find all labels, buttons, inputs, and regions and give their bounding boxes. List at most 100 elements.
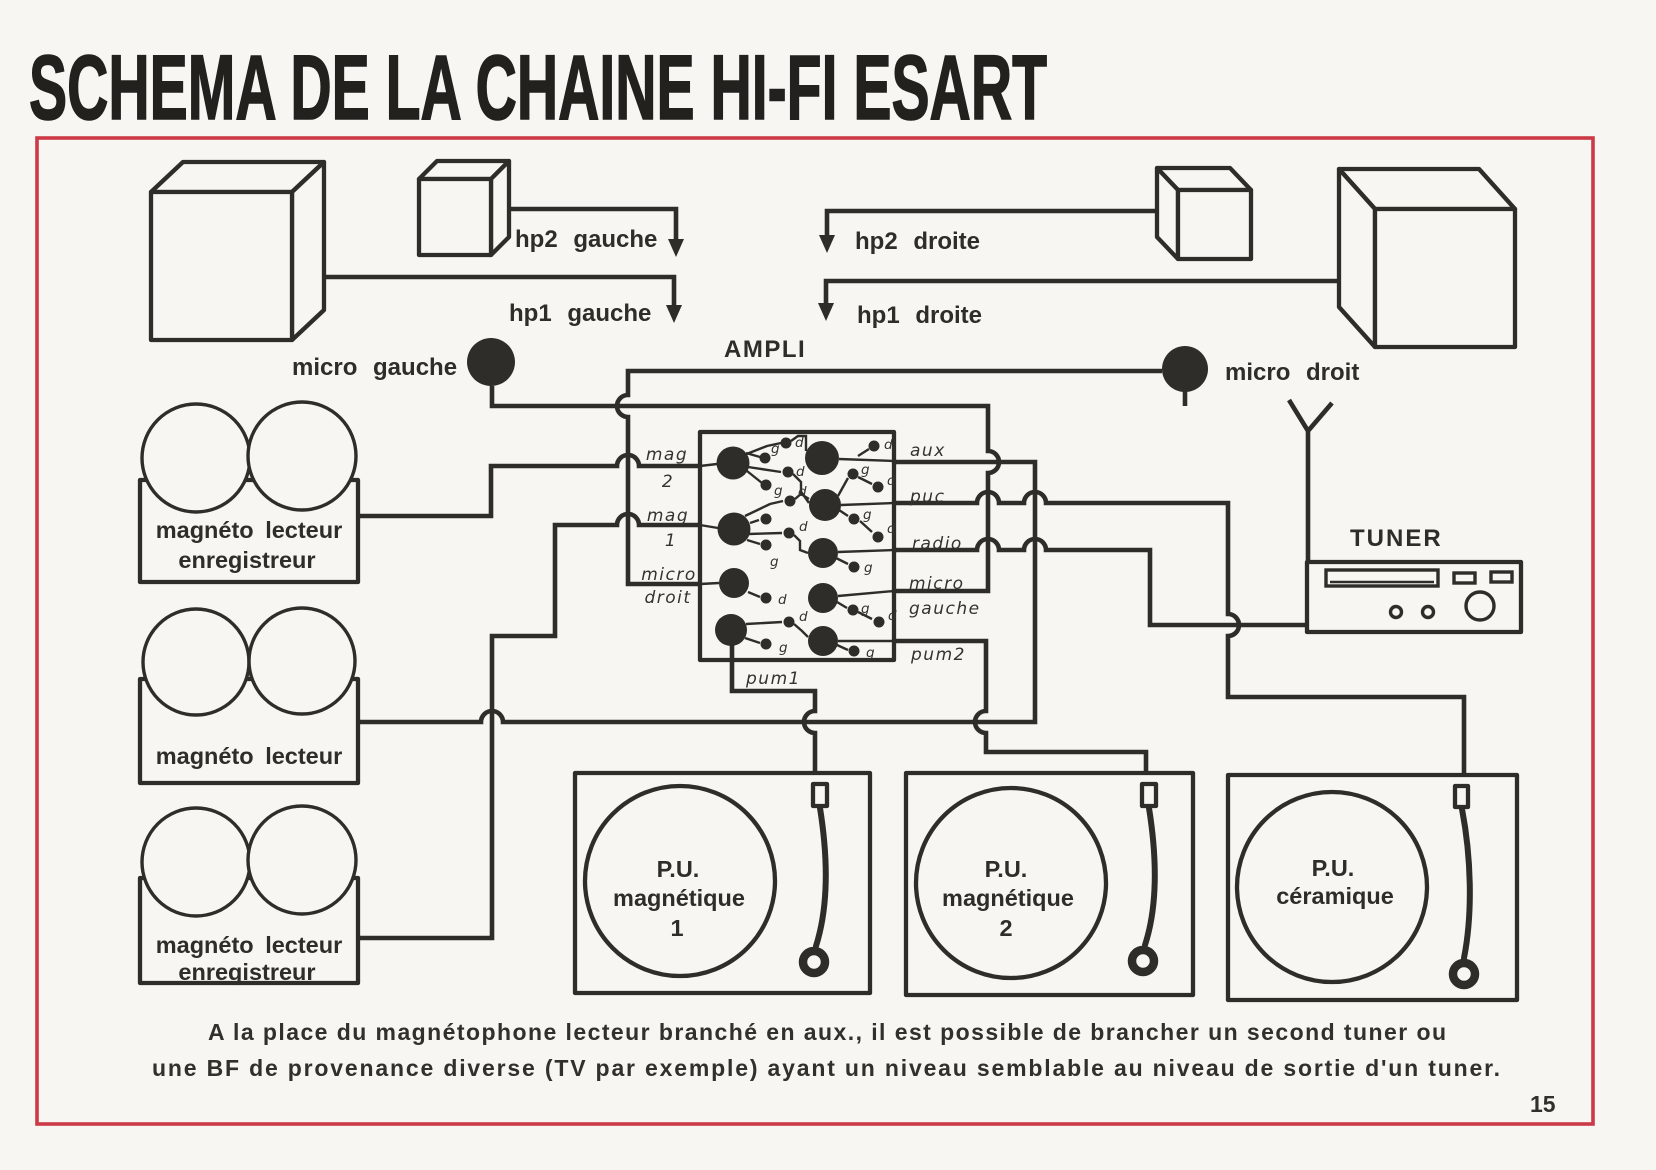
connector-stub <box>859 520 873 533</box>
turntable-3-platter <box>1234 789 1430 985</box>
turntable-3-label-line2: céramique <box>1276 883 1394 909</box>
connector-stub <box>749 518 760 525</box>
turntable-1: P.U. magnétique 1 <box>572 770 873 996</box>
turntable-2: P.U. magnétique 2 <box>903 770 1196 998</box>
micro-droit-label: micro droit <box>1225 359 1359 386</box>
tuner-dial <box>1324 568 1440 588</box>
pin-mag2-g1 <box>759 452 771 464</box>
diagram-red-frame <box>35 136 1595 1126</box>
pin-letter: d <box>884 437 893 453</box>
pin-letter: d <box>887 473 896 489</box>
hp2-gauche-label: hp2 gauche <box>515 226 657 253</box>
pin-mag2-g2 <box>760 479 772 491</box>
pin-puc-d <box>872 481 884 493</box>
connector-stub <box>857 610 873 621</box>
turntable-3: P.U. céramique <box>1225 772 1520 1003</box>
page-title: SCHEMA DE LA CHAINE HI-FI ESART <box>29 37 1047 139</box>
connector-stub <box>836 643 849 652</box>
speaker-small-left <box>416 158 512 258</box>
speaker-large-left-side-face <box>289 159 327 343</box>
tape-recorder-1: magnéto lecteur enregistreur <box>137 400 361 585</box>
jack-label-aux: aux <box>910 441 946 461</box>
jack-label-micro-droit-line1: micro <box>641 565 697 585</box>
connector-stub <box>857 447 870 458</box>
pin-letter: d <box>778 592 787 608</box>
connector-stub <box>793 534 809 555</box>
pin-letter: d <box>887 521 896 537</box>
jack-label-radio: radio <box>912 534 963 554</box>
tape-recorder-3: magnéto lecteur enregistreur <box>137 804 361 986</box>
turntable-1-tonearm <box>813 805 829 949</box>
jack-label-micro-gauche-line1: micro <box>909 574 965 594</box>
wires <box>324 206 1467 941</box>
hp1-gauche-arrowhead <box>666 305 682 323</box>
tuner-button-2 <box>1489 570 1514 584</box>
hp2-gauche-wire <box>509 206 679 240</box>
speaker-large-left <box>148 159 327 343</box>
pin-micro-gauche-d <box>873 616 885 628</box>
pin-letter: d <box>796 464 805 480</box>
connector-stub <box>746 470 763 484</box>
micro-droit-leadin <box>699 581 720 586</box>
connector-stub <box>790 434 808 451</box>
speaker-small-left-front-face <box>416 176 494 258</box>
tape-recorder-3-reel-right <box>246 804 358 916</box>
jack-label-pum1: pum1 <box>745 669 801 689</box>
jack-label-pum2: pum2 <box>910 645 966 665</box>
turntable-3-headshell <box>1452 783 1471 810</box>
aux-leadin <box>838 457 895 463</box>
turntable-1-label-line2: magnétique <box>613 885 745 911</box>
radio-leadin <box>837 548 895 554</box>
pum2-wire <box>894 638 1149 773</box>
turntable-2-tonearm-base <box>1127 945 1159 977</box>
turntable-2-headshell <box>1139 781 1159 809</box>
pin-letter: g <box>861 462 870 478</box>
tape-recorder-3-label-line2: enregistreur <box>178 959 315 985</box>
pin-mag2-d2 <box>782 466 794 478</box>
connector-stub <box>836 477 850 497</box>
tape-recorder-2-reel-left <box>141 607 251 717</box>
puc-wire <box>894 489 1467 775</box>
tape-recorder-1-label-line1: magnéto lecteur <box>156 517 343 543</box>
speaker-small-left-side-face <box>488 158 512 258</box>
tuner <box>1304 559 1524 635</box>
antenna <box>1287 398 1334 562</box>
tuner-button-1 <box>1452 571 1477 585</box>
caption-line1: A la place du magnétophone lecteur branc… <box>208 1019 1446 1045</box>
socket-pum2 <box>808 626 838 656</box>
hp2-gauche-arrowhead <box>668 239 684 257</box>
caption-line2: une BF de provenance diverse (TV par exe… <box>152 1055 1500 1081</box>
pin-radio-d <box>872 531 884 543</box>
tape-recorder-1-reel-right <box>246 400 358 512</box>
socket-puc <box>809 489 841 521</box>
ampli-connector-panel: d g d g d d g d d g d g d g d g g d g ma… <box>641 429 981 773</box>
hp1-droite-label: hp1 droite <box>857 302 982 329</box>
pin-letter: d <box>799 609 808 625</box>
pin-mag1-g1 <box>760 513 772 525</box>
connector-stub <box>836 600 848 610</box>
speaker-small-right <box>1154 165 1254 262</box>
mag2-leadin <box>699 462 718 468</box>
jack-label-micro-gauche-line2: gauche <box>909 599 981 619</box>
connector-stub <box>743 441 782 457</box>
hp1-gauche-label: hp1 gauche <box>509 300 651 327</box>
speaker-large-right-front-face <box>1372 206 1518 350</box>
connector-stub <box>794 491 810 504</box>
connector-stub <box>857 475 873 486</box>
socket-micro-gauche <box>808 583 838 613</box>
speaker-large-right <box>1336 166 1518 350</box>
jack-label-mag1-line1: mag <box>647 506 689 526</box>
aux-wire <box>358 459 1038 725</box>
micro-droit-icon <box>1162 346 1208 392</box>
pin-letter: d <box>888 608 897 624</box>
turntable-3-tonearm <box>1459 806 1473 961</box>
connector-stub <box>838 509 849 517</box>
tape-recorder-2-reel-right <box>247 606 357 716</box>
connector-stub <box>747 465 782 474</box>
pin-pum2-g <box>848 645 860 657</box>
turntable-2-label-line3: 2 <box>999 915 1012 941</box>
turntable-2-label-line1: P.U. <box>985 856 1028 882</box>
socket-micro-droit <box>719 568 749 598</box>
